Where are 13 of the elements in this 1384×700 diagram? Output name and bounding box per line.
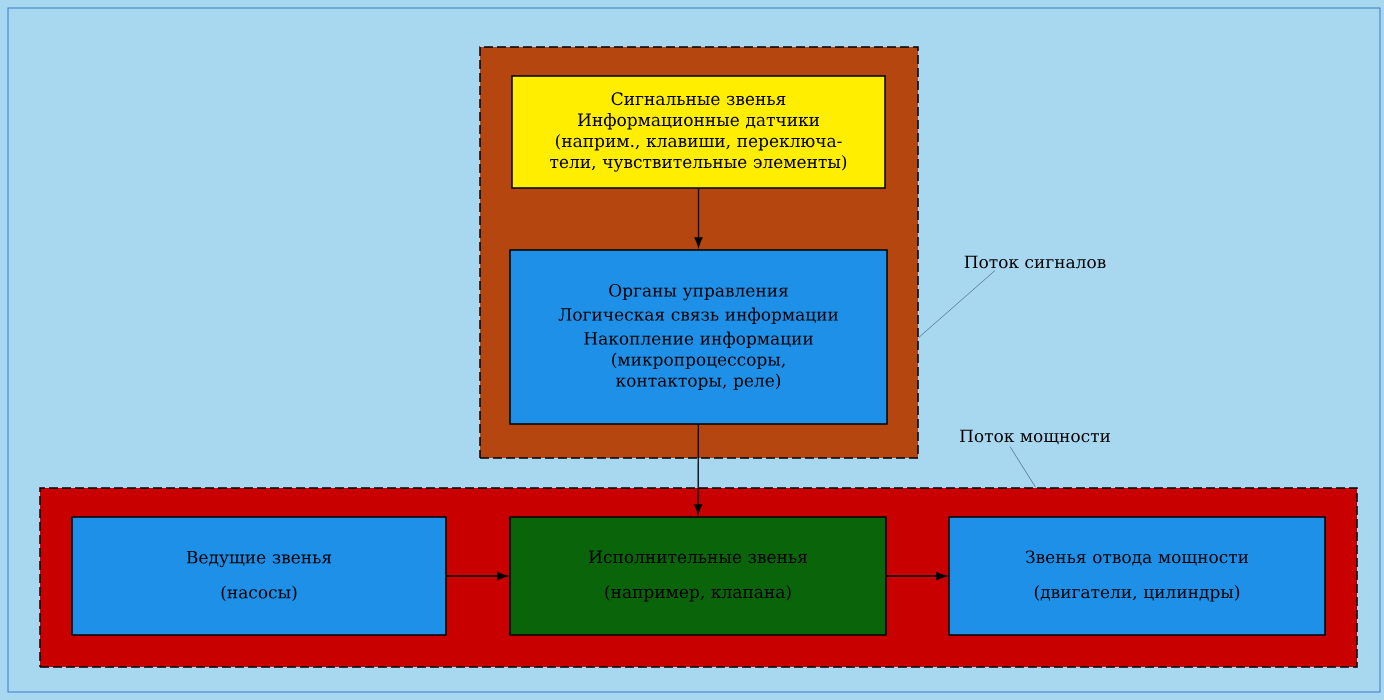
arrow xyxy=(694,188,703,248)
process-box: Исполнительные звенья (например, клапана) xyxy=(509,516,887,636)
process-box: Сигнальные звенья Информационные датчики (наприм., клавиши, переключа- тели, чувствительные элементы) xyxy=(511,75,886,189)
arrow xyxy=(446,572,508,580)
leader-line xyxy=(918,270,996,338)
arrow xyxy=(694,424,703,515)
arrow xyxy=(886,572,947,580)
leader-line xyxy=(1009,446,1036,488)
flow-label: Поток мощности xyxy=(960,429,1110,445)
process-box: Органы управления Логическая связь информации Накопление информации (микропроцессоры, контакторы, реле) xyxy=(509,249,888,425)
flow-label: Поток сигналов xyxy=(964,255,1106,269)
process-box: Звенья отвода мощности (двигатели, цилиндры) xyxy=(948,516,1326,636)
process-box: Ведущие звенья (насосы) xyxy=(71,516,447,636)
